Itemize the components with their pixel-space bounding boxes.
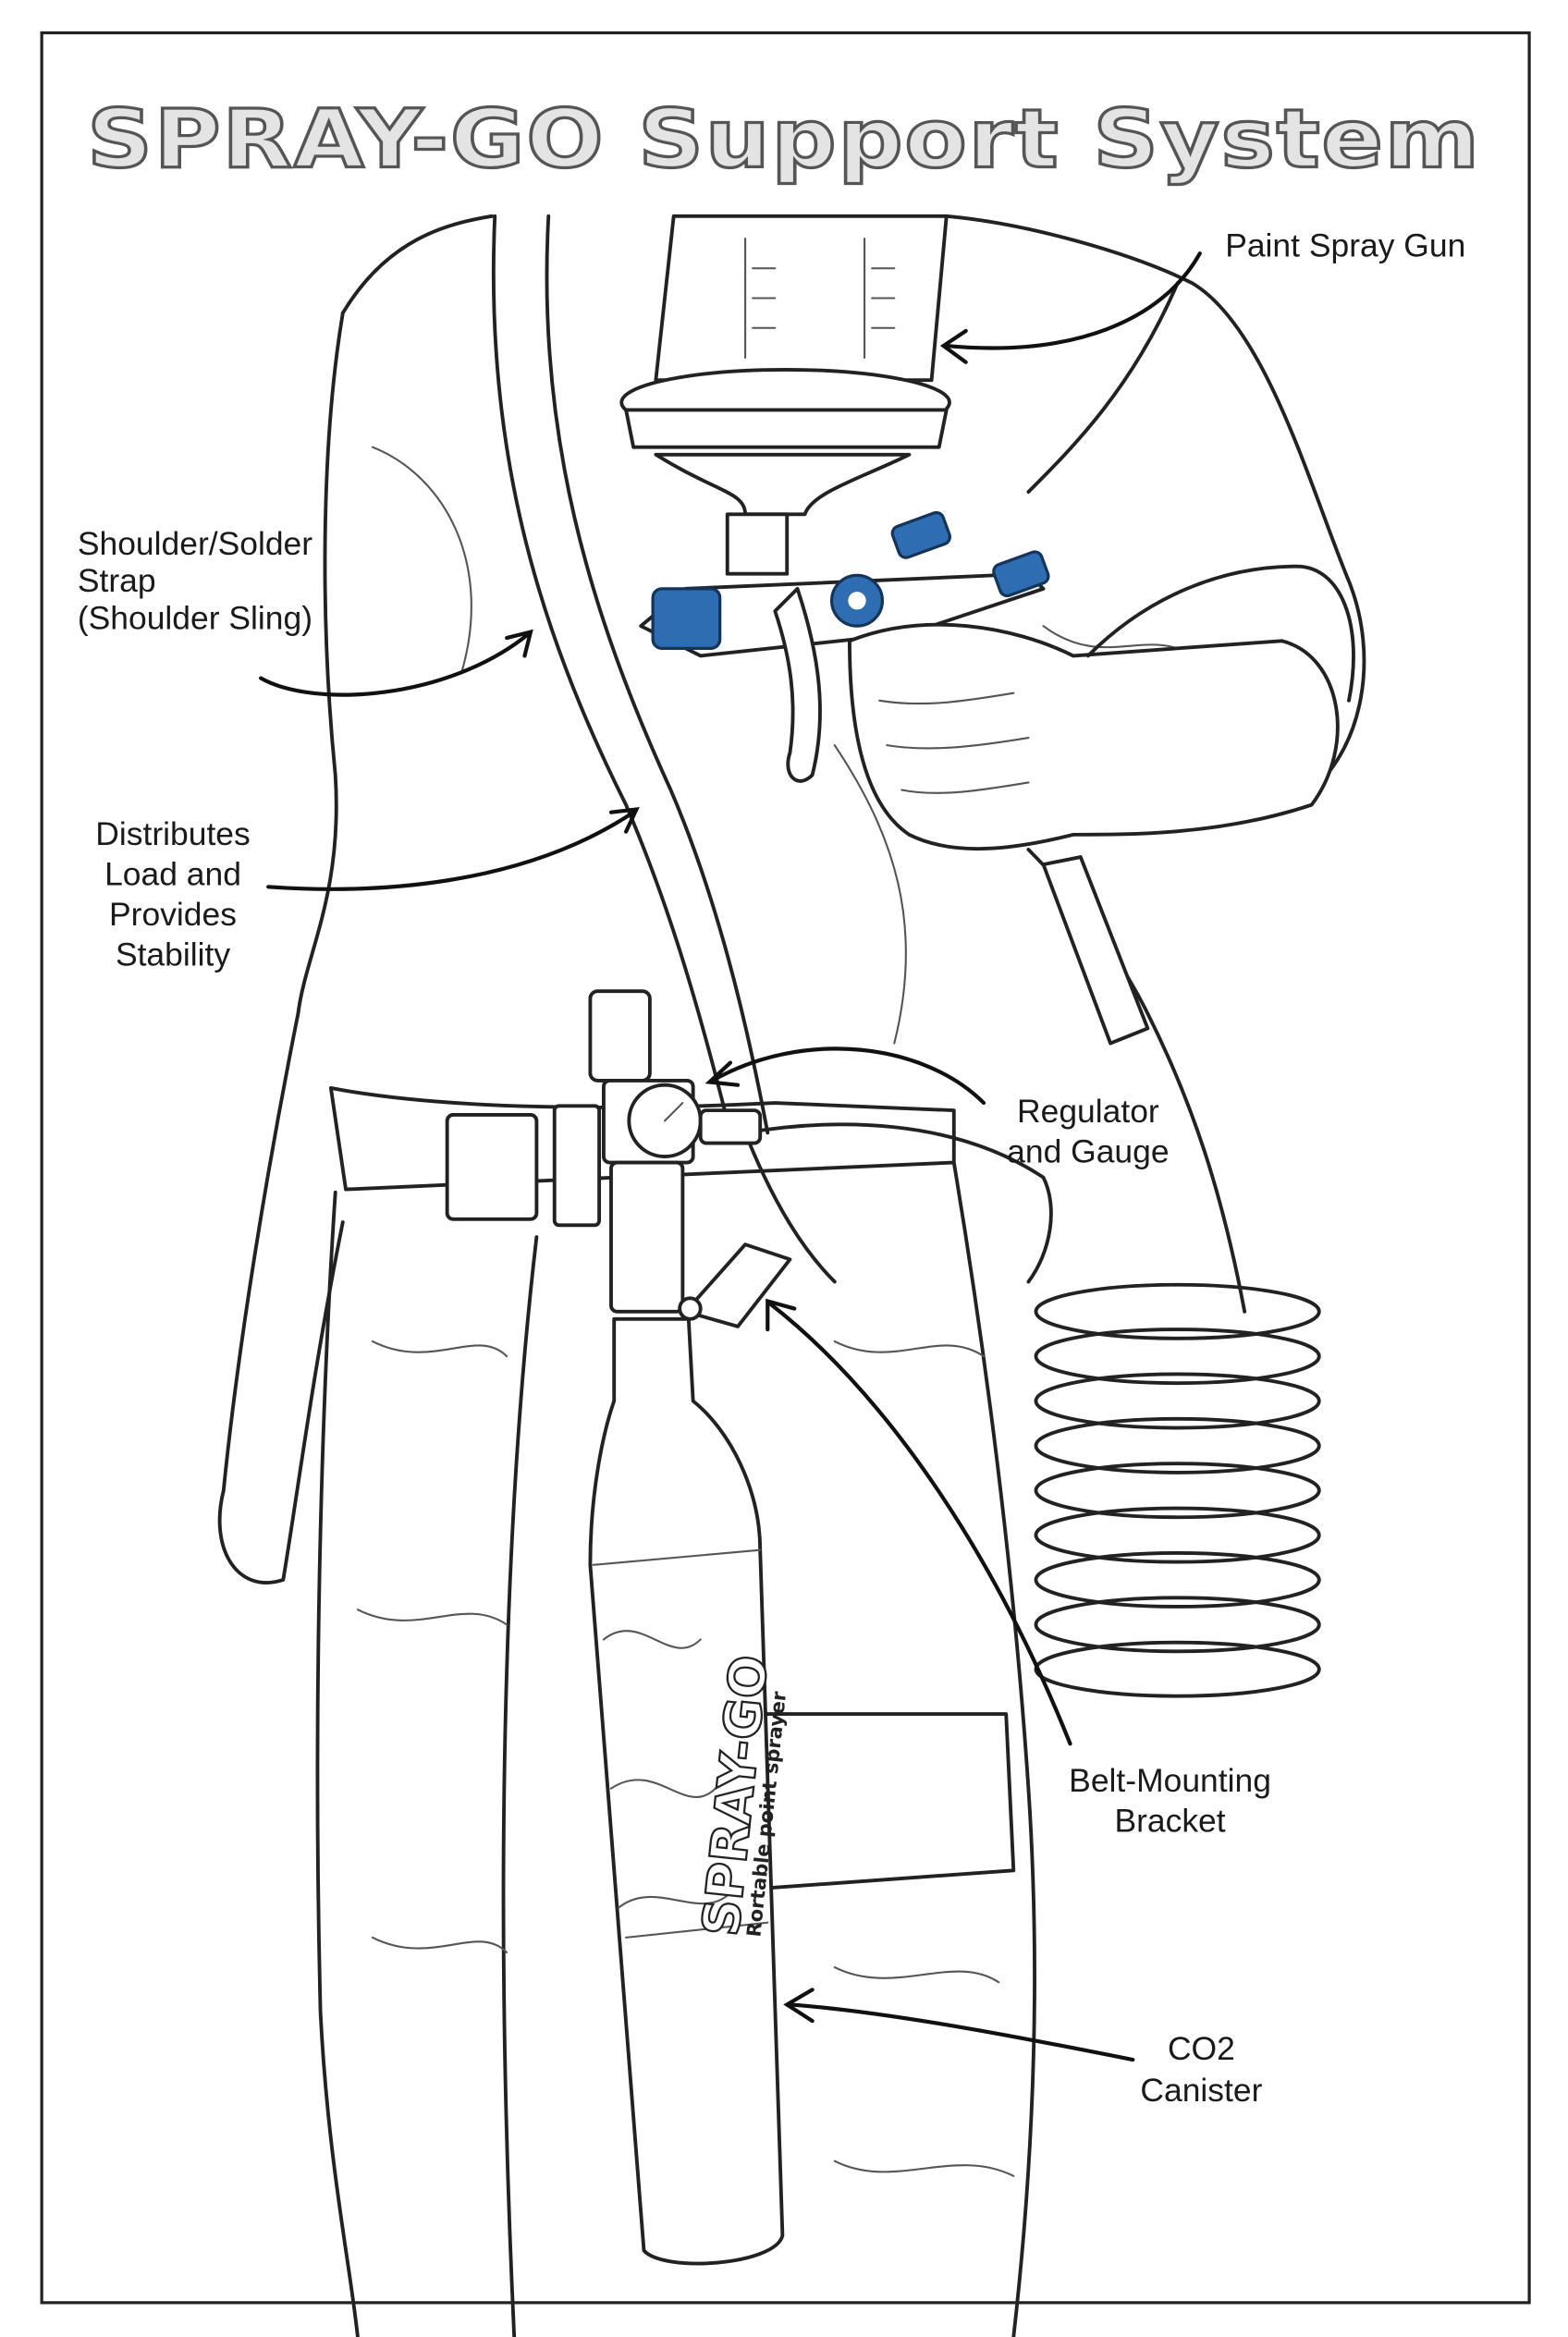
- svg-text:Regulator: Regulator: [1017, 1093, 1159, 1130]
- nozzle-cap: [651, 587, 722, 650]
- label-distributes-load: Distributes Load and Provides Stability: [95, 815, 250, 973]
- svg-text:Provides: Provides: [109, 896, 237, 933]
- coiled-hose: [1034, 1282, 1321, 1698]
- paint-spray-gun: [619, 214, 1050, 783]
- label-shoulder-strap: Shoulder/Solder Strap (Shoulder Sling): [78, 525, 312, 637]
- labels: Paint Spray Gun Shoulder/Solder Strap (S…: [78, 226, 1466, 2109]
- svg-text:Stability: Stability: [116, 936, 230, 973]
- page-title: SPRAY-GO Support System: [87, 92, 1480, 187]
- svg-text:Bracket: Bracket: [1114, 1802, 1225, 1839]
- svg-text:(Shoulder Sling): (Shoulder Sling): [78, 599, 312, 636]
- svg-text:Load and: Load and: [104, 856, 241, 893]
- label-co2-canister: CO2 Canister: [1140, 2030, 1262, 2109]
- svg-text:Strap: Strap: [78, 562, 156, 599]
- shoulder-strap: [491, 214, 837, 1284]
- svg-text:Distributes: Distributes: [95, 815, 250, 852]
- label-regulator-gauge: Regulator and Gauge: [1007, 1093, 1169, 1170]
- callout-arrows: [259, 251, 1202, 2062]
- hose: [743, 848, 1321, 1698]
- regulator-and-gauge: [588, 989, 763, 1314]
- svg-text:Canister: Canister: [1140, 2072, 1262, 2109]
- right-hand: [848, 564, 1355, 851]
- svg-text:Belt-Mounting: Belt-Mounting: [1069, 1762, 1271, 1799]
- svg-text:and Gauge: and Gauge: [1007, 1133, 1169, 1170]
- label-belt-bracket: Belt-Mounting Bracket: [1069, 1762, 1271, 1840]
- label-paint-spray-gun: Paint Spray Gun: [1225, 226, 1465, 263]
- svg-text:CO2: CO2: [1168, 2030, 1235, 2067]
- co2-canister: SPRAY-GO Rortable point sprayer: [588, 1316, 790, 2266]
- svg-text:Shoulder/Solder: Shoulder/Solder: [78, 525, 312, 562]
- belt-mounting-bracket: [678, 1242, 792, 1328]
